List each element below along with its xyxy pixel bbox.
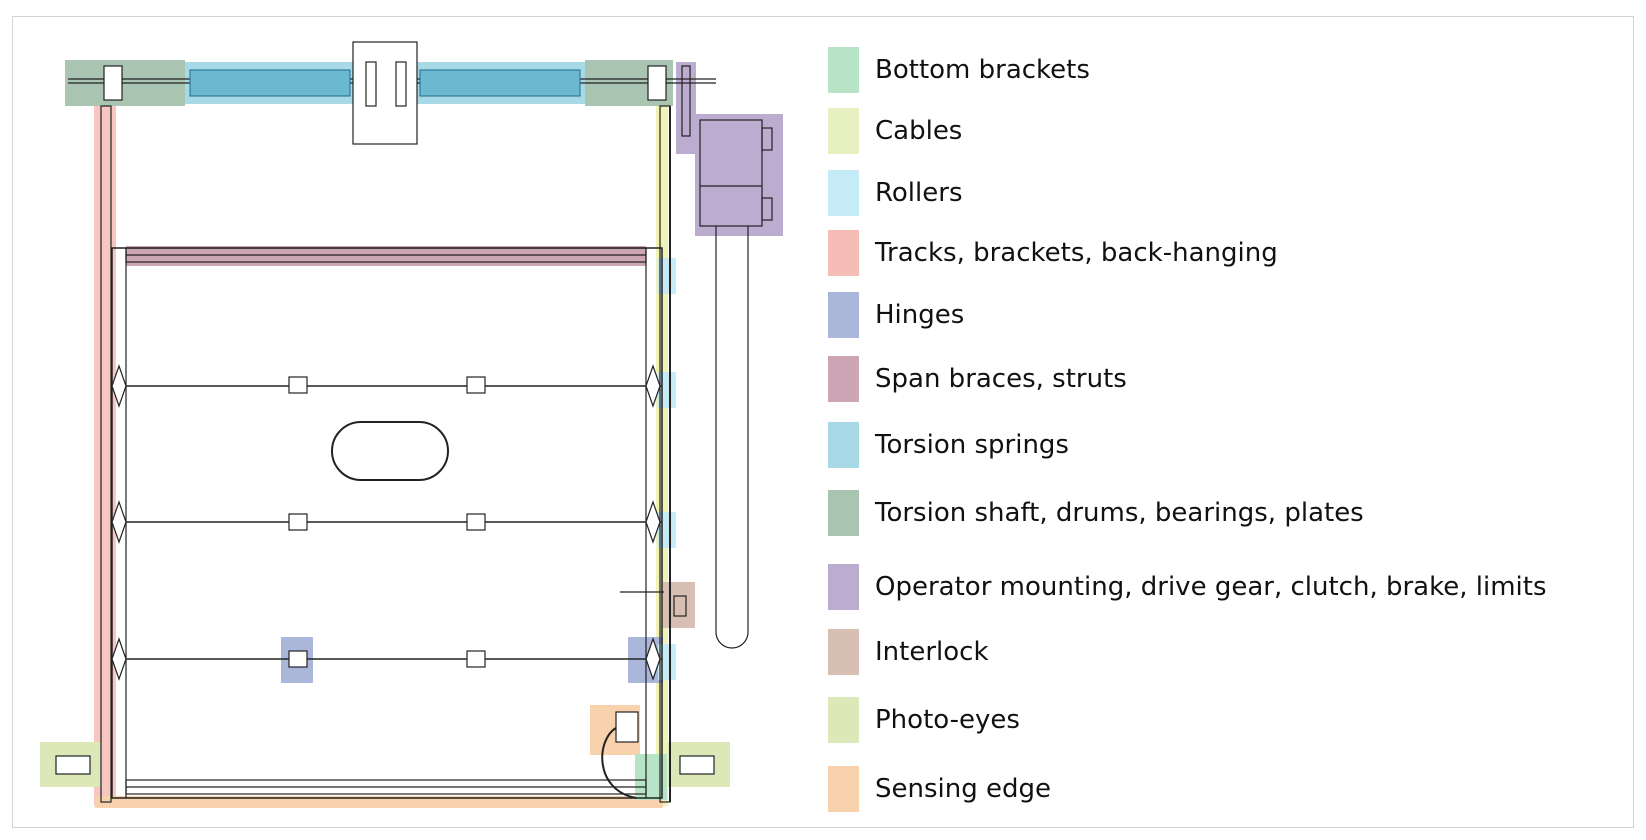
legend-label: Cables bbox=[875, 116, 963, 146]
end-hinge bbox=[111, 364, 127, 408]
legend-swatch bbox=[828, 422, 859, 468]
legend-swatch bbox=[828, 108, 859, 154]
legend-swatch bbox=[828, 230, 859, 276]
legend-label: Bottom brackets bbox=[875, 55, 1090, 85]
legend-swatch bbox=[828, 170, 859, 216]
highlight-operator-top bbox=[676, 62, 696, 154]
hinge bbox=[288, 650, 308, 668]
legend-item-cables: Cables bbox=[828, 108, 962, 154]
legend-label: Tracks, brackets, back-hanging bbox=[875, 238, 1278, 268]
door-panel bbox=[111, 247, 663, 799]
hinge bbox=[288, 513, 308, 531]
left-track bbox=[100, 105, 112, 803]
legend-label: Operator mounting, drive gear, clutch, b… bbox=[875, 572, 1547, 602]
end-hinge bbox=[111, 637, 127, 681]
door-window bbox=[331, 421, 449, 481]
legend-item-torsion-springs: Torsion springs bbox=[828, 422, 1069, 468]
highlight-roller-2 bbox=[658, 372, 676, 408]
center-bearing-plate bbox=[352, 41, 418, 145]
legend-item-span-braces: Span braces, struts bbox=[828, 356, 1127, 402]
legend-label: Rollers bbox=[875, 178, 963, 208]
legend-item-hinges: Hinges bbox=[828, 292, 964, 338]
hinge bbox=[288, 376, 308, 394]
hinge bbox=[466, 513, 486, 531]
highlight-roller-1 bbox=[658, 258, 676, 294]
legend-item-tracks: Tracks, brackets, back-hanging bbox=[828, 230, 1278, 276]
hinge bbox=[466, 376, 486, 394]
operator-chain bbox=[715, 226, 749, 649]
highlight-roller-4 bbox=[658, 644, 676, 680]
legend-swatch bbox=[828, 564, 859, 610]
legend-label: Torsion springs bbox=[875, 430, 1069, 460]
right-spring bbox=[419, 69, 581, 97]
legend-swatch bbox=[828, 697, 859, 743]
legend-item-interlock: Interlock bbox=[828, 629, 989, 675]
legend-item-operator: Operator mounting, drive gear, clutch, b… bbox=[828, 564, 1547, 610]
legend-label: Interlock bbox=[875, 637, 989, 667]
right-drum bbox=[647, 65, 667, 101]
left-drum bbox=[103, 65, 123, 101]
highlight-roller-3 bbox=[658, 512, 676, 548]
legend-swatch bbox=[828, 490, 859, 536]
highlight-span-brace bbox=[126, 246, 646, 266]
legend-label: Hinges bbox=[875, 300, 965, 330]
legend-swatch bbox=[828, 766, 859, 812]
legend-item-bottom-brackets: Bottom brackets bbox=[828, 47, 1090, 93]
garage-door-diagram bbox=[40, 41, 783, 808]
highlight-operator bbox=[695, 114, 783, 236]
legend-item-rollers: Rollers bbox=[828, 170, 962, 216]
legend-item-photo-eyes: Photo-eyes bbox=[828, 697, 1020, 743]
hinge bbox=[466, 650, 486, 668]
legend-label: Span braces, struts bbox=[875, 364, 1127, 394]
legend-swatch bbox=[828, 629, 859, 675]
legend-label: Sensing edge bbox=[875, 774, 1051, 804]
highlight-interlock bbox=[663, 582, 695, 628]
end-hinge bbox=[645, 500, 661, 544]
legend: Bottom brackets Cables Rollers Tracks, b… bbox=[828, 0, 1608, 840]
sensing-edge-junction bbox=[615, 711, 639, 743]
legend-swatch bbox=[828, 292, 859, 338]
legend-label: Photo-eyes bbox=[875, 705, 1020, 735]
legend-swatch bbox=[828, 47, 859, 93]
highlight-sensing-edge bbox=[95, 796, 663, 808]
left-spring bbox=[189, 69, 351, 97]
operator-motor bbox=[699, 119, 763, 227]
end-hinge bbox=[645, 637, 661, 681]
figure-frame bbox=[12, 16, 1634, 828]
photo-eye-right bbox=[679, 755, 715, 775]
sensing-edge-cable bbox=[601, 727, 637, 799]
legend-item-torsion-shaft: Torsion shaft, drums, bearings, plates bbox=[828, 490, 1364, 536]
legend-item-sensing-edge: Sensing edge bbox=[828, 766, 1051, 812]
legend-swatch bbox=[828, 356, 859, 402]
photo-eye-left bbox=[55, 755, 91, 775]
legend-label: Torsion shaft, drums, bearings, plates bbox=[875, 498, 1364, 528]
end-hinge bbox=[645, 364, 661, 408]
end-hinge bbox=[111, 500, 127, 544]
